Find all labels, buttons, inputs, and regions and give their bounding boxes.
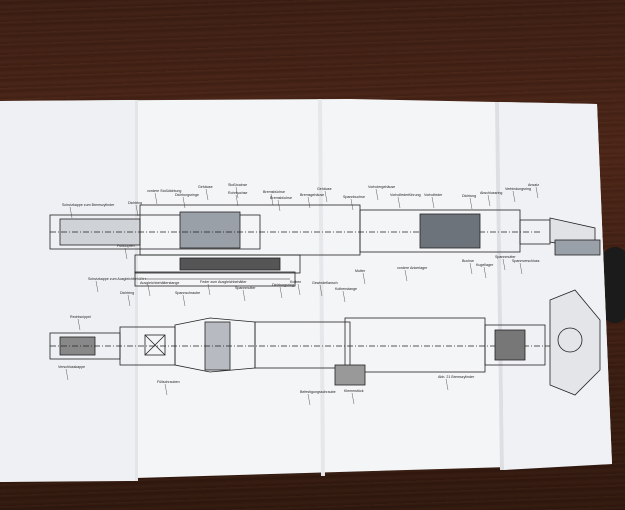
callout-label: Gewindeflansch — [312, 281, 338, 285]
callout-label: Füllschrauben — [157, 380, 180, 384]
callout-label: Abschlussring — [480, 191, 502, 195]
callout-label: Schutzkappe zum Bremszylinder — [62, 203, 115, 207]
callout-label: Dichtung — [462, 194, 476, 198]
callout-label: Spannschraube — [175, 291, 200, 295]
callout-label: Bremsgehäuse — [300, 193, 324, 197]
callout-label: Bremsbüchse — [270, 196, 292, 200]
callout-line — [350, 198, 354, 211]
callout-label: Bremsbüchse — [263, 190, 285, 194]
callout-line — [469, 262, 473, 275]
callout-line — [279, 286, 283, 299]
callout-line — [342, 290, 346, 303]
callout-label: Ausgleichbehälterstange — [140, 281, 179, 285]
callout-line — [235, 186, 239, 199]
callout-label: Vorholfederführung — [390, 193, 421, 197]
callout-label: Schutzkappe zum Ausgleichbehälter — [88, 277, 147, 281]
upper-section-drawing — [49, 204, 601, 287]
callout-label: Befestigungsschraube — [300, 390, 336, 394]
callout-line — [487, 194, 491, 207]
callout-line — [127, 294, 131, 307]
callout-line — [519, 262, 523, 275]
callout-label: Spannbuchse — [343, 195, 365, 199]
callout-label: Dichtungsringe — [175, 193, 199, 197]
callout-label: Mutter — [355, 269, 366, 273]
callout-line — [270, 193, 274, 206]
callout-line — [205, 188, 209, 201]
callout-label: Gehäuse — [198, 185, 213, 189]
callout-line — [307, 196, 311, 209]
callout-label: Kolbenstange — [335, 287, 357, 291]
callout-label: Verschlusskappe — [58, 365, 85, 369]
callout-label: Vorholergehäuse — [368, 185, 395, 189]
callout-line — [307, 393, 311, 406]
callout-line — [445, 378, 449, 391]
callout-label: Gehäuse — [317, 187, 332, 191]
callout-label: Feder zum Ausgleichbehälter — [200, 280, 247, 284]
callout-label: Dichtring — [128, 201, 142, 205]
callout-line — [362, 272, 366, 285]
callout-label: Buchse — [462, 259, 474, 263]
callout-label: Abb. 21 Bremszylinder — [438, 375, 475, 379]
callout-label: Verbindungsring — [505, 187, 531, 191]
callout-line — [431, 196, 435, 209]
callout-line — [235, 194, 239, 207]
callout-label: vordere Ankerlager — [397, 266, 428, 270]
callout-line — [154, 192, 158, 205]
callout-label: Rohrbuchse — [228, 191, 247, 195]
callout-line — [207, 283, 211, 296]
callout-line — [242, 289, 246, 302]
callout-line — [277, 199, 281, 212]
callout-line — [69, 206, 73, 219]
callout-label: Dichtring — [120, 291, 134, 295]
callout-line — [164, 383, 168, 396]
callout-line — [77, 318, 81, 331]
callout-label: Spannmutter — [495, 255, 516, 259]
callout-label: Ansatz — [528, 183, 539, 187]
callout-label: Kugellager — [476, 263, 494, 267]
top-callout-labels: Schutzkappe zum Bremszylinder Dichtring vo… — [62, 183, 539, 219]
callout-label: Kolben — [290, 280, 301, 284]
lower-section-drawing — [49, 289, 601, 396]
callout-label: vordere Stoßdichtung — [147, 189, 181, 193]
callout-label: Rechtsnippel — [70, 315, 91, 319]
callout-line — [65, 368, 69, 381]
callout-label: Stoßbuchse — [228, 183, 247, 187]
callout-label: Dichtungsring — [272, 283, 294, 287]
folded-paper — [0, 99, 612, 482]
callout-line — [124, 247, 128, 260]
callout-label: Füllstopfen — [117, 244, 135, 248]
callout-line — [135, 204, 139, 217]
callout-line — [319, 284, 323, 297]
callout-line — [397, 196, 401, 209]
callout-line — [502, 258, 506, 271]
callout-line — [469, 197, 473, 210]
callout-line — [535, 186, 539, 199]
callout-line — [297, 283, 301, 296]
callout-label: Vorholfeder — [424, 193, 443, 197]
callout-label: Spannmutter — [235, 286, 256, 290]
callout-line — [147, 284, 151, 297]
callout-line — [404, 269, 408, 282]
callout-line — [512, 190, 516, 203]
callout-line — [483, 266, 487, 279]
callout-line — [375, 188, 379, 201]
callout-line — [182, 196, 186, 209]
callout-label: Klemmstück — [344, 389, 364, 393]
callout-line — [324, 190, 328, 203]
bottom-callout-labels: RechtsnippelVerschlusskappeFüllschrauben… — [58, 315, 475, 406]
callout-line — [182, 294, 186, 307]
callout-label: Spannverschluss — [512, 259, 540, 263]
callout-line — [351, 392, 355, 405]
callout-line — [95, 280, 99, 293]
